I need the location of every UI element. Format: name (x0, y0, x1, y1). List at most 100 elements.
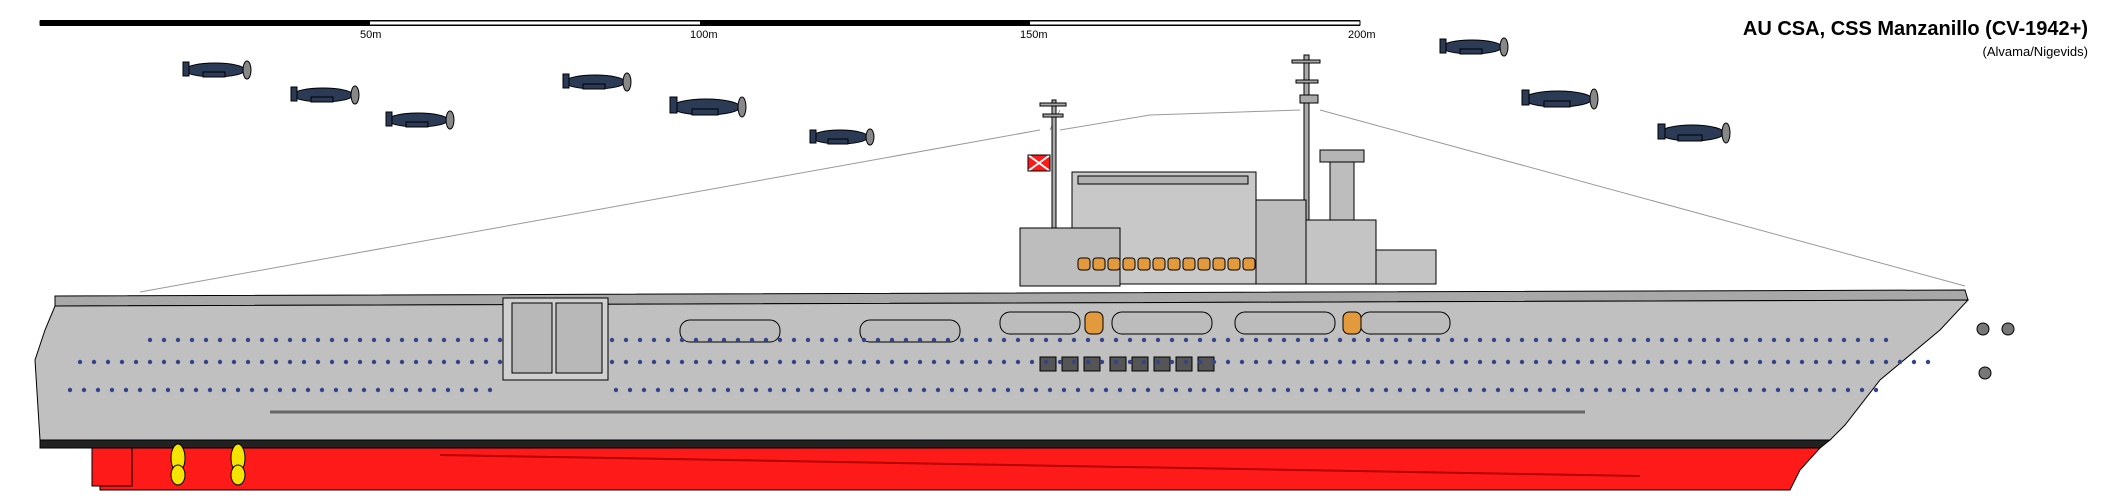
porthole (1257, 387, 1263, 393)
porthole (1253, 337, 1259, 343)
porthole (721, 337, 727, 343)
porthole (763, 359, 769, 365)
porthole (1855, 337, 1861, 343)
fighter-plane-icon (290, 85, 360, 105)
porthole (851, 387, 857, 393)
porthole (1897, 359, 1903, 365)
porthole (1089, 387, 1095, 393)
porthole (133, 359, 139, 365)
porthole (1211, 337, 1217, 343)
porthole (903, 337, 909, 343)
porthole (693, 359, 699, 365)
porthole (109, 387, 115, 393)
porthole (697, 387, 703, 393)
porthole (1155, 359, 1161, 365)
porthole (763, 337, 769, 343)
porthole (1813, 337, 1819, 343)
porthole (1481, 387, 1487, 393)
porthole (445, 387, 451, 393)
porthole (861, 337, 867, 343)
porthole (753, 387, 759, 393)
porthole (1239, 337, 1245, 343)
porthole (641, 387, 647, 393)
porthole (329, 337, 335, 343)
naval-ensign-icon (1027, 154, 1051, 172)
porthole (1183, 337, 1189, 343)
porthole (1663, 387, 1669, 393)
porthole (1631, 337, 1637, 343)
porthole (1491, 359, 1497, 365)
porthole (301, 359, 307, 365)
porthole (1421, 337, 1427, 343)
porthole (809, 387, 815, 393)
porthole (1547, 359, 1553, 365)
porthole (179, 387, 185, 393)
porthole (1757, 337, 1763, 343)
porthole (1533, 337, 1539, 343)
porthole (1285, 387, 1291, 393)
porthole (1201, 387, 1207, 393)
scale-bar: 50m 100m 150m 200m (39, 20, 1376, 41)
porthole (1019, 387, 1025, 393)
porthole (1243, 387, 1249, 393)
porthole (95, 387, 101, 393)
porthole (833, 337, 839, 343)
porthole (1085, 359, 1091, 365)
porthole (1883, 359, 1889, 365)
porthole-rows (67, 337, 1931, 393)
porthole (1505, 337, 1511, 343)
porthole (1509, 387, 1515, 393)
porthole (805, 337, 811, 343)
porthole (427, 359, 433, 365)
porthole (991, 387, 997, 393)
porthole (1425, 387, 1431, 393)
porthole (175, 359, 181, 365)
porthole (81, 387, 87, 393)
porthole (987, 337, 993, 343)
porthole (315, 337, 321, 343)
porthole (1831, 387, 1837, 393)
porthole (389, 387, 395, 393)
porthole (1649, 387, 1655, 393)
porthole (319, 387, 325, 393)
porthole (627, 387, 633, 393)
porthole (1015, 359, 1021, 365)
porthole (1803, 387, 1809, 393)
aa-gun-tubs (1077, 257, 1256, 271)
porthole (1141, 337, 1147, 343)
porthole (483, 337, 489, 343)
porthole (1127, 337, 1133, 343)
porthole (105, 359, 111, 365)
porthole (147, 359, 153, 365)
porthole (1043, 359, 1049, 365)
porthole (361, 387, 367, 393)
porthole (651, 337, 657, 343)
porthole (1701, 359, 1707, 365)
porthole (1495, 387, 1501, 393)
porthole (679, 337, 685, 343)
porthole (1435, 337, 1441, 343)
porthole (1817, 387, 1823, 393)
porthole (1099, 359, 1105, 365)
porthole (245, 337, 251, 343)
porthole (1015, 337, 1021, 343)
porthole (1253, 359, 1259, 365)
porthole (1677, 387, 1683, 393)
hull-windows (1039, 356, 1215, 372)
porthole (455, 359, 461, 365)
porthole (1197, 359, 1203, 365)
porthole (903, 359, 909, 365)
porthole (175, 337, 181, 343)
porthole (987, 359, 993, 365)
porthole (1621, 387, 1627, 393)
porthole (1467, 387, 1473, 393)
porthole (1589, 337, 1595, 343)
porthole (889, 337, 895, 343)
rigging-lines (139, 109, 1966, 293)
porthole (1603, 337, 1609, 343)
hangar-lift (502, 297, 609, 381)
porthole (847, 337, 853, 343)
porthole (1771, 359, 1777, 365)
porthole (441, 359, 447, 365)
porthole (203, 337, 209, 343)
